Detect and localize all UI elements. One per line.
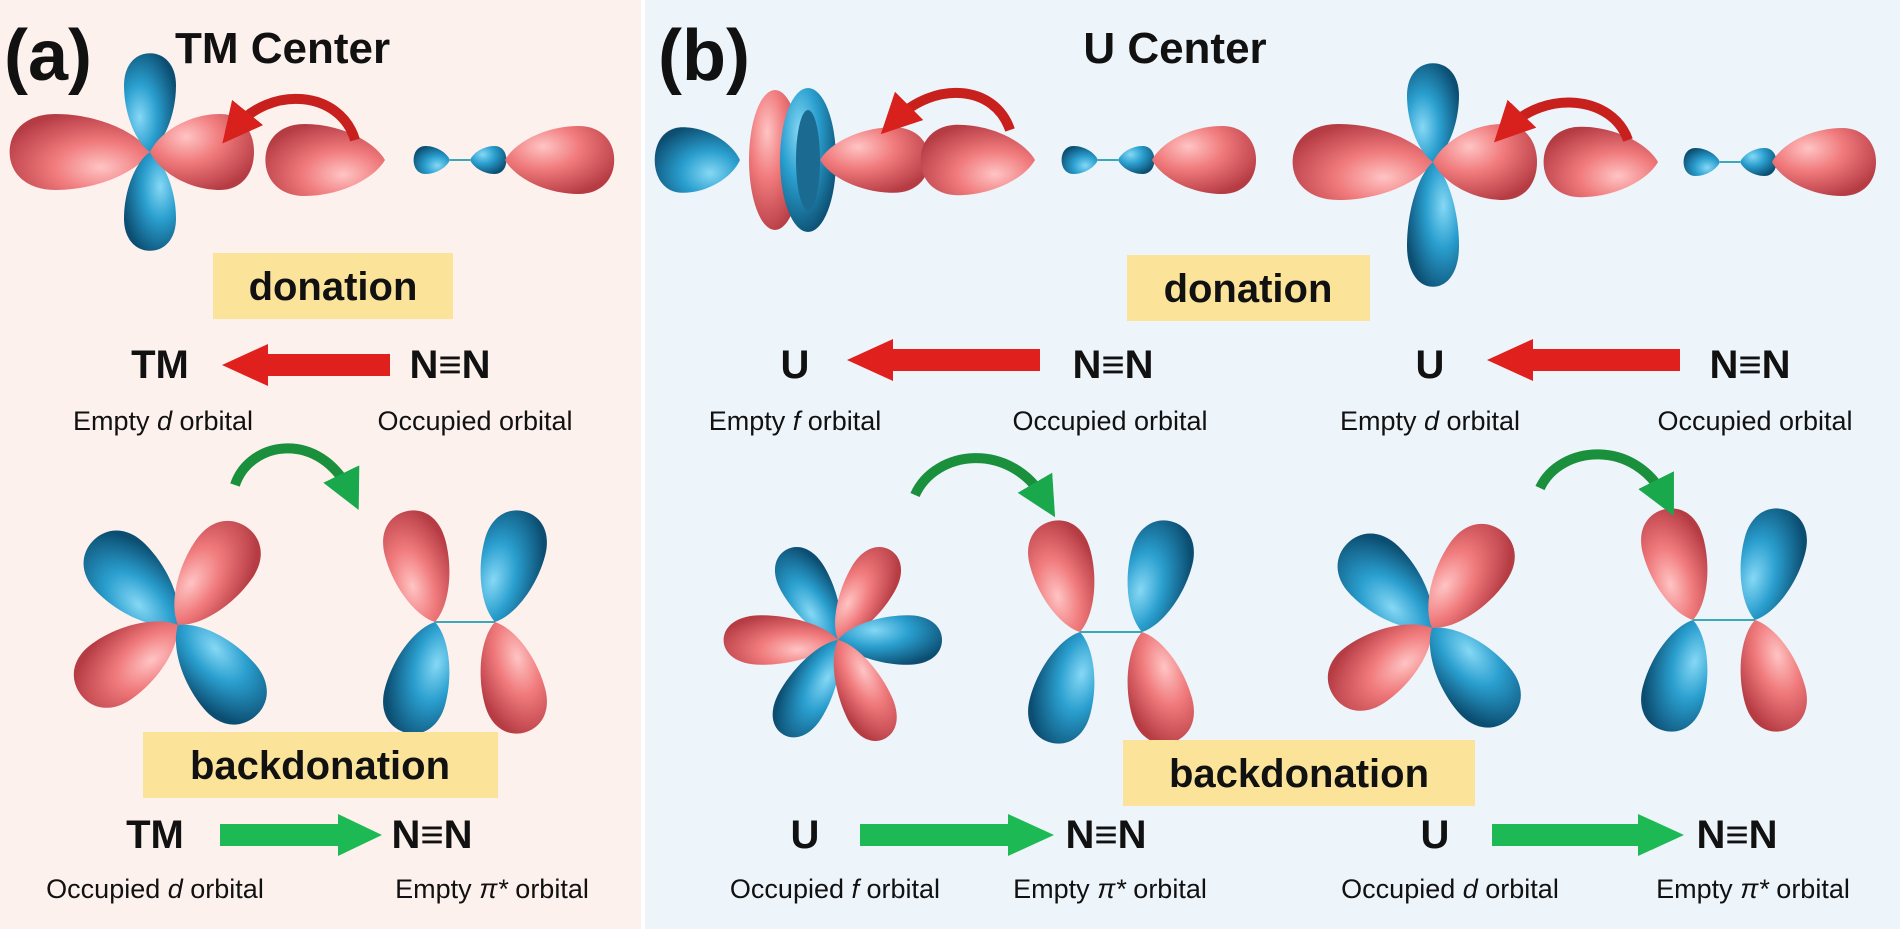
backdonation-label-b: backdonation [1169,752,1429,796]
donation-arrowhead-b1 [847,339,893,381]
u-empty-f-desc: Empty f orbital [709,406,882,436]
donation-pill-a [213,253,453,319]
donation-curved-arrow-b1 [880,87,1015,135]
donation-curved-arrow-a [222,93,360,144]
u-symbol-backdonation-f: U [791,813,820,857]
n2-symbol-donation-b1: N≡N [1072,343,1153,387]
n2-symbol-donation-b2: N≡N [1709,343,1790,387]
u-symbol-backdonation-d: U [1421,813,1450,857]
n2-symbol-backdonation-b2: N≡N [1696,813,1777,857]
donation-label-a: donation [249,265,418,309]
n2-occupied-desc-b1: Occupied orbital [1012,406,1207,436]
tm-symbol-donation: TM [131,343,189,387]
panel-a-label: (a) [4,16,92,96]
backdonation-arrowhead-a [338,814,382,856]
donation-curved-arrow-b2 [1494,97,1633,143]
backdonation-label-a: backdonation [190,744,450,788]
u-f-orbital-donation [654,88,930,232]
donation-pill-b [1127,255,1370,321]
tm-empty-d-desc: Empty d orbital [73,406,253,436]
n2-occupied-desc-a: Occupied orbital [377,406,572,436]
n2-symbol-donation-a: N≡N [409,343,490,387]
backdonation-curved-arrow-a [230,443,360,510]
u-occupied-f-desc: Occupied f orbital [730,874,940,904]
panel-b-title: U Center [1083,24,1266,73]
backdonation-arrowhead-b2 [1638,814,1684,856]
n2-pi-star-orbital-b1 [1020,513,1202,751]
backdonation-pill-b [1123,740,1475,806]
n2-pi-star-orbital-b2 [1633,501,1815,739]
n2-sigma-orbital-donation-b1 [920,124,1256,196]
donation-label-b: donation [1164,267,1333,311]
u-empty-d-desc: Empty d orbital [1340,406,1520,436]
donation-arrowhead-a [222,344,268,386]
n2-empty-pi-desc-a: Empty π* orbital [395,874,589,904]
tm-symbol-backdonation: TM [126,813,184,857]
n2-empty-pi-desc-b1: Empty π* orbital [1013,874,1207,904]
backdonation-pill-a [143,732,498,798]
n2-pi-star-orbital-a [375,503,555,741]
u-symbol-donation-d: U [1416,343,1445,387]
u-symbol-donation-f: U [781,343,810,387]
n2-symbol-backdonation-a: N≡N [391,813,472,857]
n2-empty-pi-desc-b2: Empty π* orbital [1656,874,1850,904]
backdonation-curved-arrow-b2 [1535,449,1674,516]
backdonation-curved-arrow-b1 [910,453,1056,518]
n2-sigma-orbital-donation-a [265,124,615,196]
u-occupied-d-desc: Occupied d orbital [1341,874,1559,904]
n2-symbol-backdonation-b1: N≡N [1065,813,1146,857]
donation-arrowhead-b2 [1487,339,1533,381]
tm-occupied-d-desc: Occupied d orbital [46,874,264,904]
backdonation-arrowhead-b1 [1008,814,1054,856]
n2-occupied-desc-b2: Occupied orbital [1657,406,1852,436]
n2-sigma-orbital-donation-b2 [1543,126,1876,198]
panel-a-title: TM Center [175,24,390,73]
panel-b-label: (b) [658,16,750,96]
